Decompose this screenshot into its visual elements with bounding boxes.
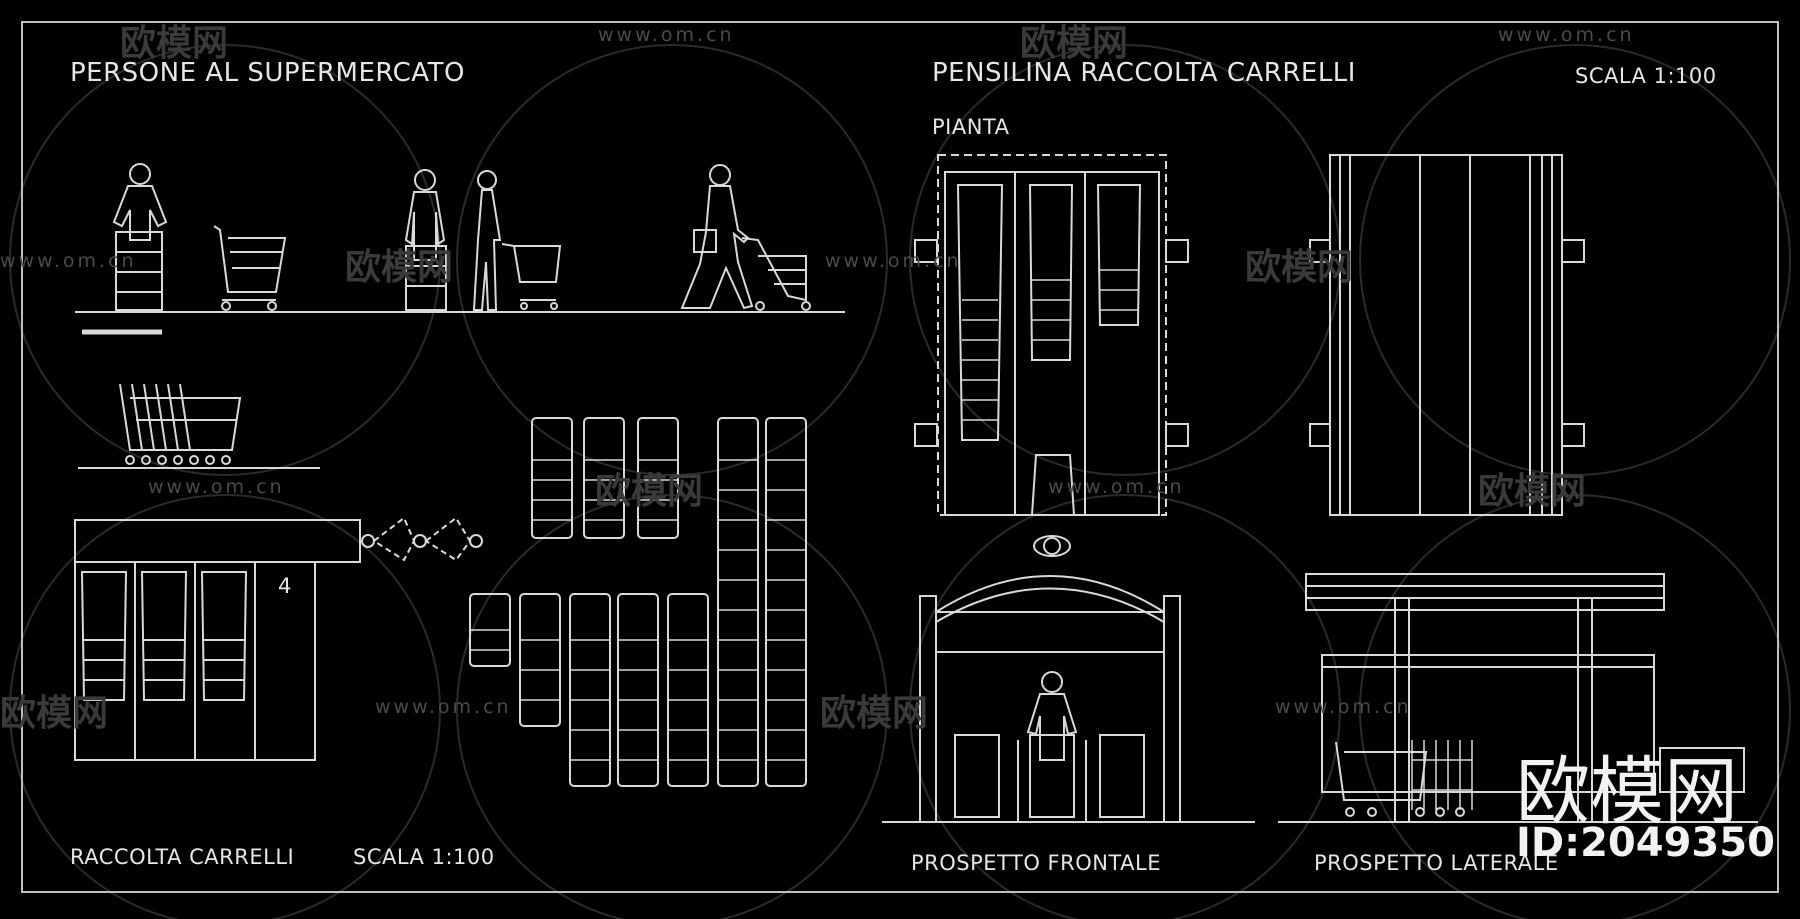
carts-plan-array: [469, 417, 807, 787]
title-people-at-supermarket: PERSONE AL SUPERMERCATO: [70, 58, 465, 88]
watermark-url: www.om.cn: [0, 250, 137, 272]
watermark-url: www.om.cn: [1498, 24, 1635, 46]
side-elevation-label: PROSPETTO LATERALE: [1314, 851, 1559, 875]
plan-label: PIANTA: [932, 115, 1010, 139]
scale-label-top: SCALA 1:100: [1575, 64, 1717, 88]
brand-logo-text: 欧模网: [1516, 749, 1738, 835]
title-cart-collection: RACCOLTA CARRELLI: [70, 845, 295, 869]
front-elevation: [882, 575, 1255, 823]
watermark-logo: 欧模网: [595, 471, 704, 512]
people-elevation: [75, 163, 845, 335]
model-id: ID:2049350: [1516, 820, 1775, 866]
watermark-logo: 欧模网: [120, 23, 229, 64]
watermark-logo: 欧模网: [1245, 247, 1354, 288]
stall-number: 4: [278, 574, 292, 598]
watermark-logo: 欧模网: [0, 693, 109, 734]
stacked-carts-side: [78, 383, 320, 469]
watermark-logo: 欧模网: [1478, 471, 1587, 512]
drawing-frame: [21, 21, 1779, 893]
front-elevation-label: PROSPETTO FRONTALE: [911, 851, 1161, 875]
side-elevation: [1278, 573, 1758, 823]
watermark-url: www.om.cn: [1275, 696, 1412, 718]
watermark-logo: 欧模网: [345, 247, 454, 288]
collection-plan: [74, 516, 483, 761]
watermark-url: www.om.cn: [598, 24, 735, 46]
shelter-plan: [914, 154, 1189, 557]
watermark-url: www.om.cn: [148, 476, 285, 498]
watermark-url: www.om.cn: [375, 696, 512, 718]
shelter-roof-plan: [1309, 154, 1585, 516]
watermark-logo: 欧模网: [820, 693, 929, 734]
scale-label-bottom: SCALA 1:100: [353, 845, 495, 869]
watermark-logo: 欧模网: [1020, 23, 1129, 64]
watermark-url: www.om.cn: [825, 250, 962, 272]
watermark-url: www.om.cn: [1048, 476, 1185, 498]
title-cart-shelter: PENSILINA RACCOLTA CARRELLI: [932, 58, 1356, 88]
